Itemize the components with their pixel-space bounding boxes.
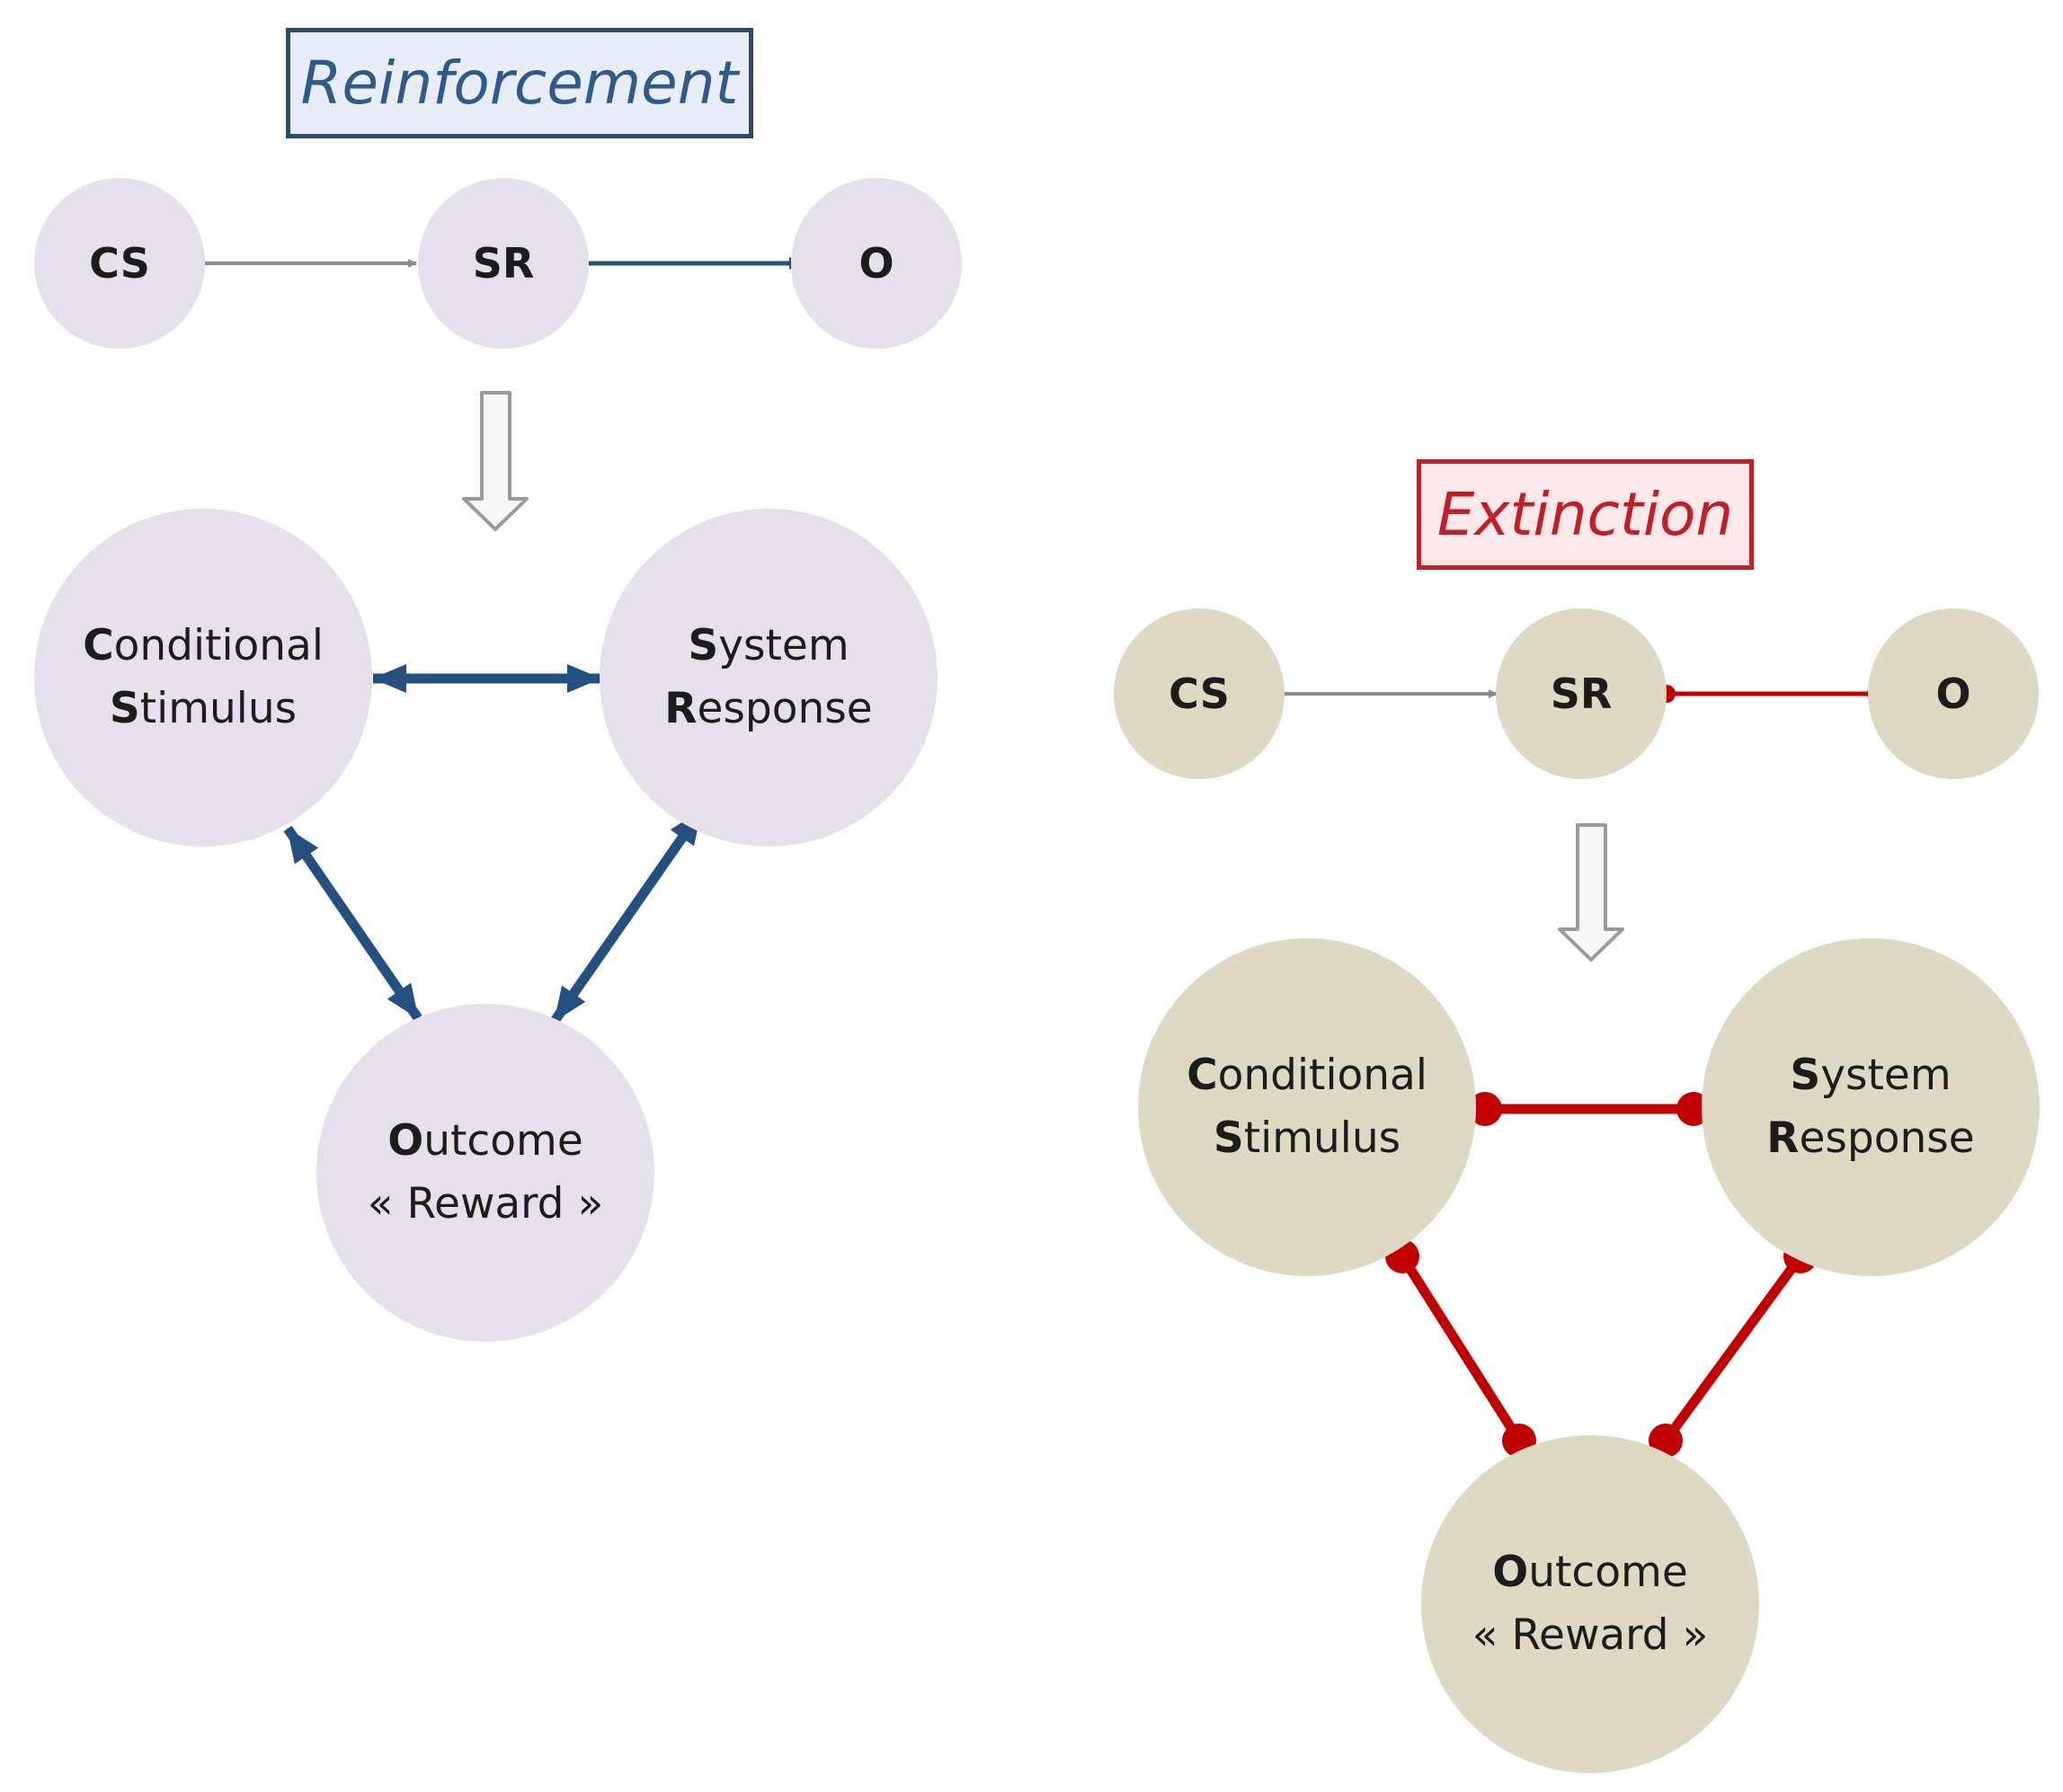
node-line: Conditional <box>1187 1051 1427 1100</box>
extinction-stimulus-node: Conditional Stimulus <box>1138 938 1476 1276</box>
node-label: O <box>1935 670 1971 718</box>
extinction-title: Extinction <box>1417 459 1754 570</box>
node-line: « Reward » <box>1472 1610 1709 1660</box>
node-line: Stimulus <box>1213 1113 1401 1163</box>
node-line: System <box>688 621 849 670</box>
node-label: CS <box>1169 670 1230 718</box>
node-label: SR <box>1550 670 1613 718</box>
extinction-response-node: System Response <box>1702 938 2040 1276</box>
extinction-cs-node: CS <box>1114 608 1285 779</box>
node-label: O <box>858 239 894 288</box>
reinforcement-sr-node: SR <box>418 178 589 349</box>
reinforcement-stimulus-node: Conditional Stimulus <box>34 509 372 847</box>
node-line: System <box>1790 1051 1952 1100</box>
reinforcement-title: Reinforcement <box>286 28 753 138</box>
extinction-title-text: Extinction <box>1436 480 1734 549</box>
node-line: Outcome <box>1492 1548 1688 1597</box>
node-line: Response <box>1766 1113 1975 1163</box>
down-arrow-icon-reinforcement <box>462 391 529 531</box>
node-line: Stimulus <box>109 684 298 733</box>
reinforcement-o-node: O <box>791 178 962 349</box>
node-label: CS <box>89 239 150 288</box>
node-line: Outcome <box>387 1116 583 1166</box>
reinforcement-outcome-node: Outcome « Reward » <box>316 1004 654 1342</box>
extinction-sr-node: SR <box>1496 608 1667 779</box>
reinforcement-title-text: Reinforcement <box>300 49 739 118</box>
node-line: « Reward » <box>367 1179 604 1229</box>
extinction-o-node: O <box>1868 608 2039 779</box>
extinction-outcome-node: Outcome « Reward » <box>1421 1435 1759 1773</box>
node-line: Response <box>664 684 873 733</box>
reinforcement-response-node: System Response <box>600 509 938 847</box>
node-line: Conditional <box>83 621 324 670</box>
down-arrow-icon-extinction <box>1558 823 1624 962</box>
blocked-link-stimulus-outcome <box>1398 1254 1524 1443</box>
blocked-link-response-outcome <box>1661 1253 1805 1444</box>
double-arrow-response-outcome <box>550 807 706 1025</box>
double-arrow-stimulus-outcome <box>283 825 422 1022</box>
node-label: SR <box>472 239 535 288</box>
link-end-dot <box>1468 1092 1502 1126</box>
reinforcement-cs-node: CS <box>34 178 205 349</box>
